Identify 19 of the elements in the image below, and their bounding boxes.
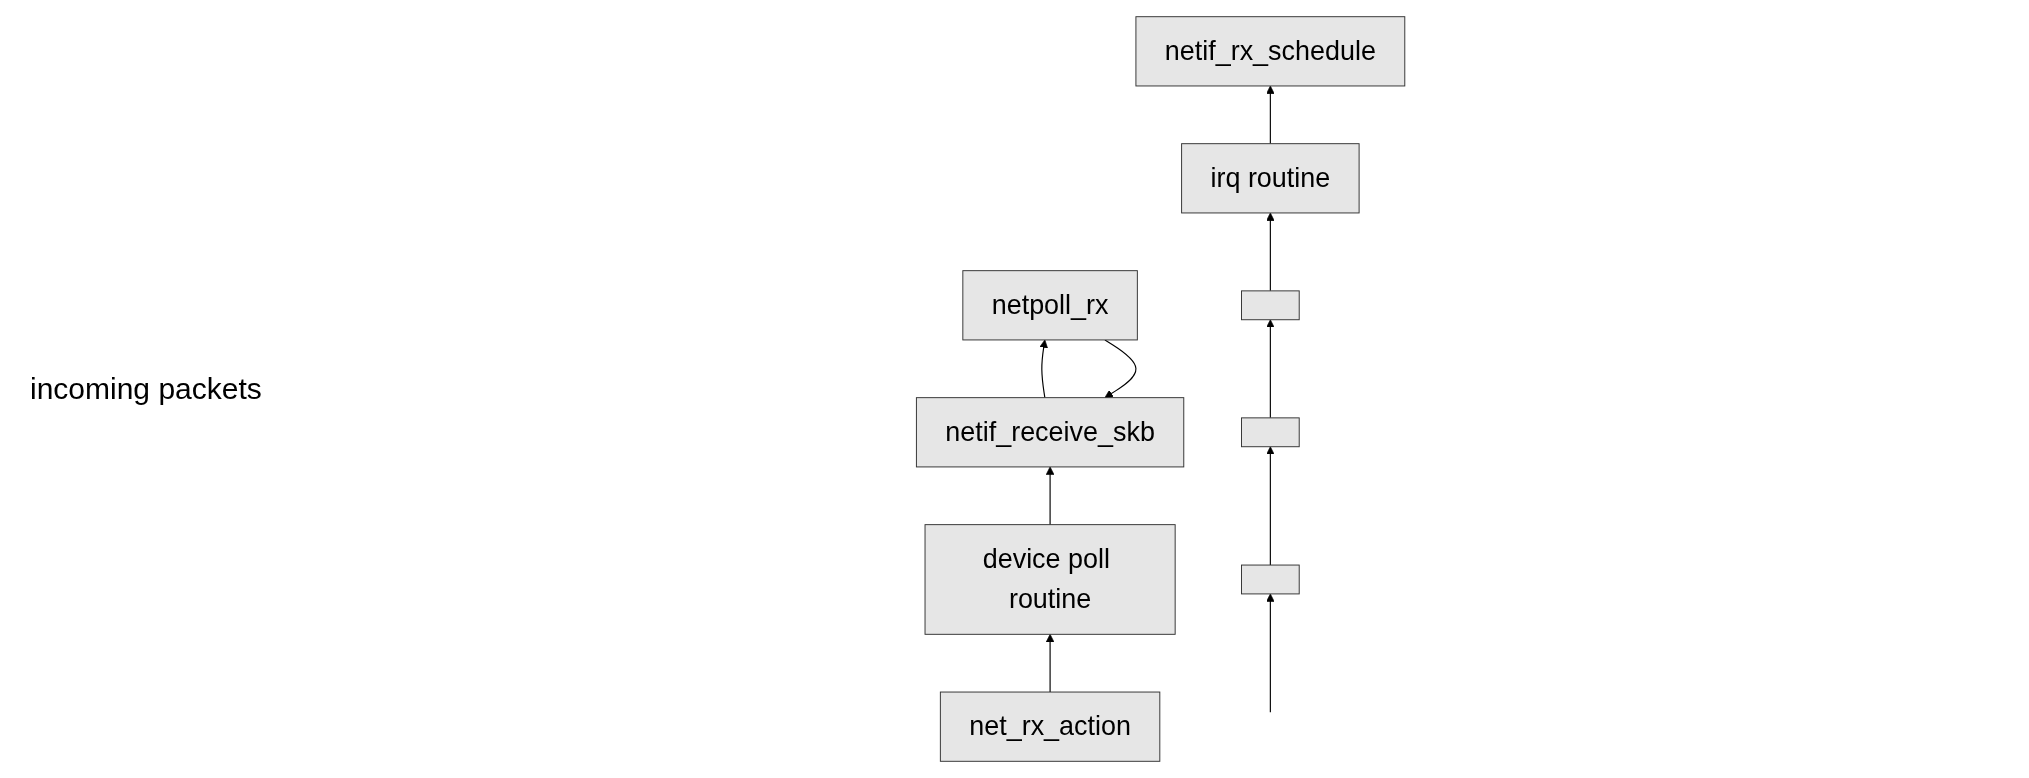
arrow [1265,593,1275,713]
node-box: device poll routine [924,524,1176,635]
node-box: netpoll_rx [962,270,1138,341]
arrow [1265,85,1275,145]
arrow [1039,339,1048,399]
node-box [1240,564,1300,595]
node-box: net_rx_action [939,691,1161,762]
arrow [1104,339,1137,399]
arrow [1265,212,1275,292]
node-box: netif_receive_skb [915,397,1185,468]
arrow [1265,319,1275,419]
node-box [1240,417,1300,448]
arrow [1265,446,1275,566]
arrow [1045,633,1055,693]
arrow [1045,466,1055,526]
node-box: netif_rx_schedule [1135,16,1406,87]
node-box [1240,290,1300,321]
note-text: incoming packets [30,372,262,406]
node-box: irq routine [1180,143,1360,214]
